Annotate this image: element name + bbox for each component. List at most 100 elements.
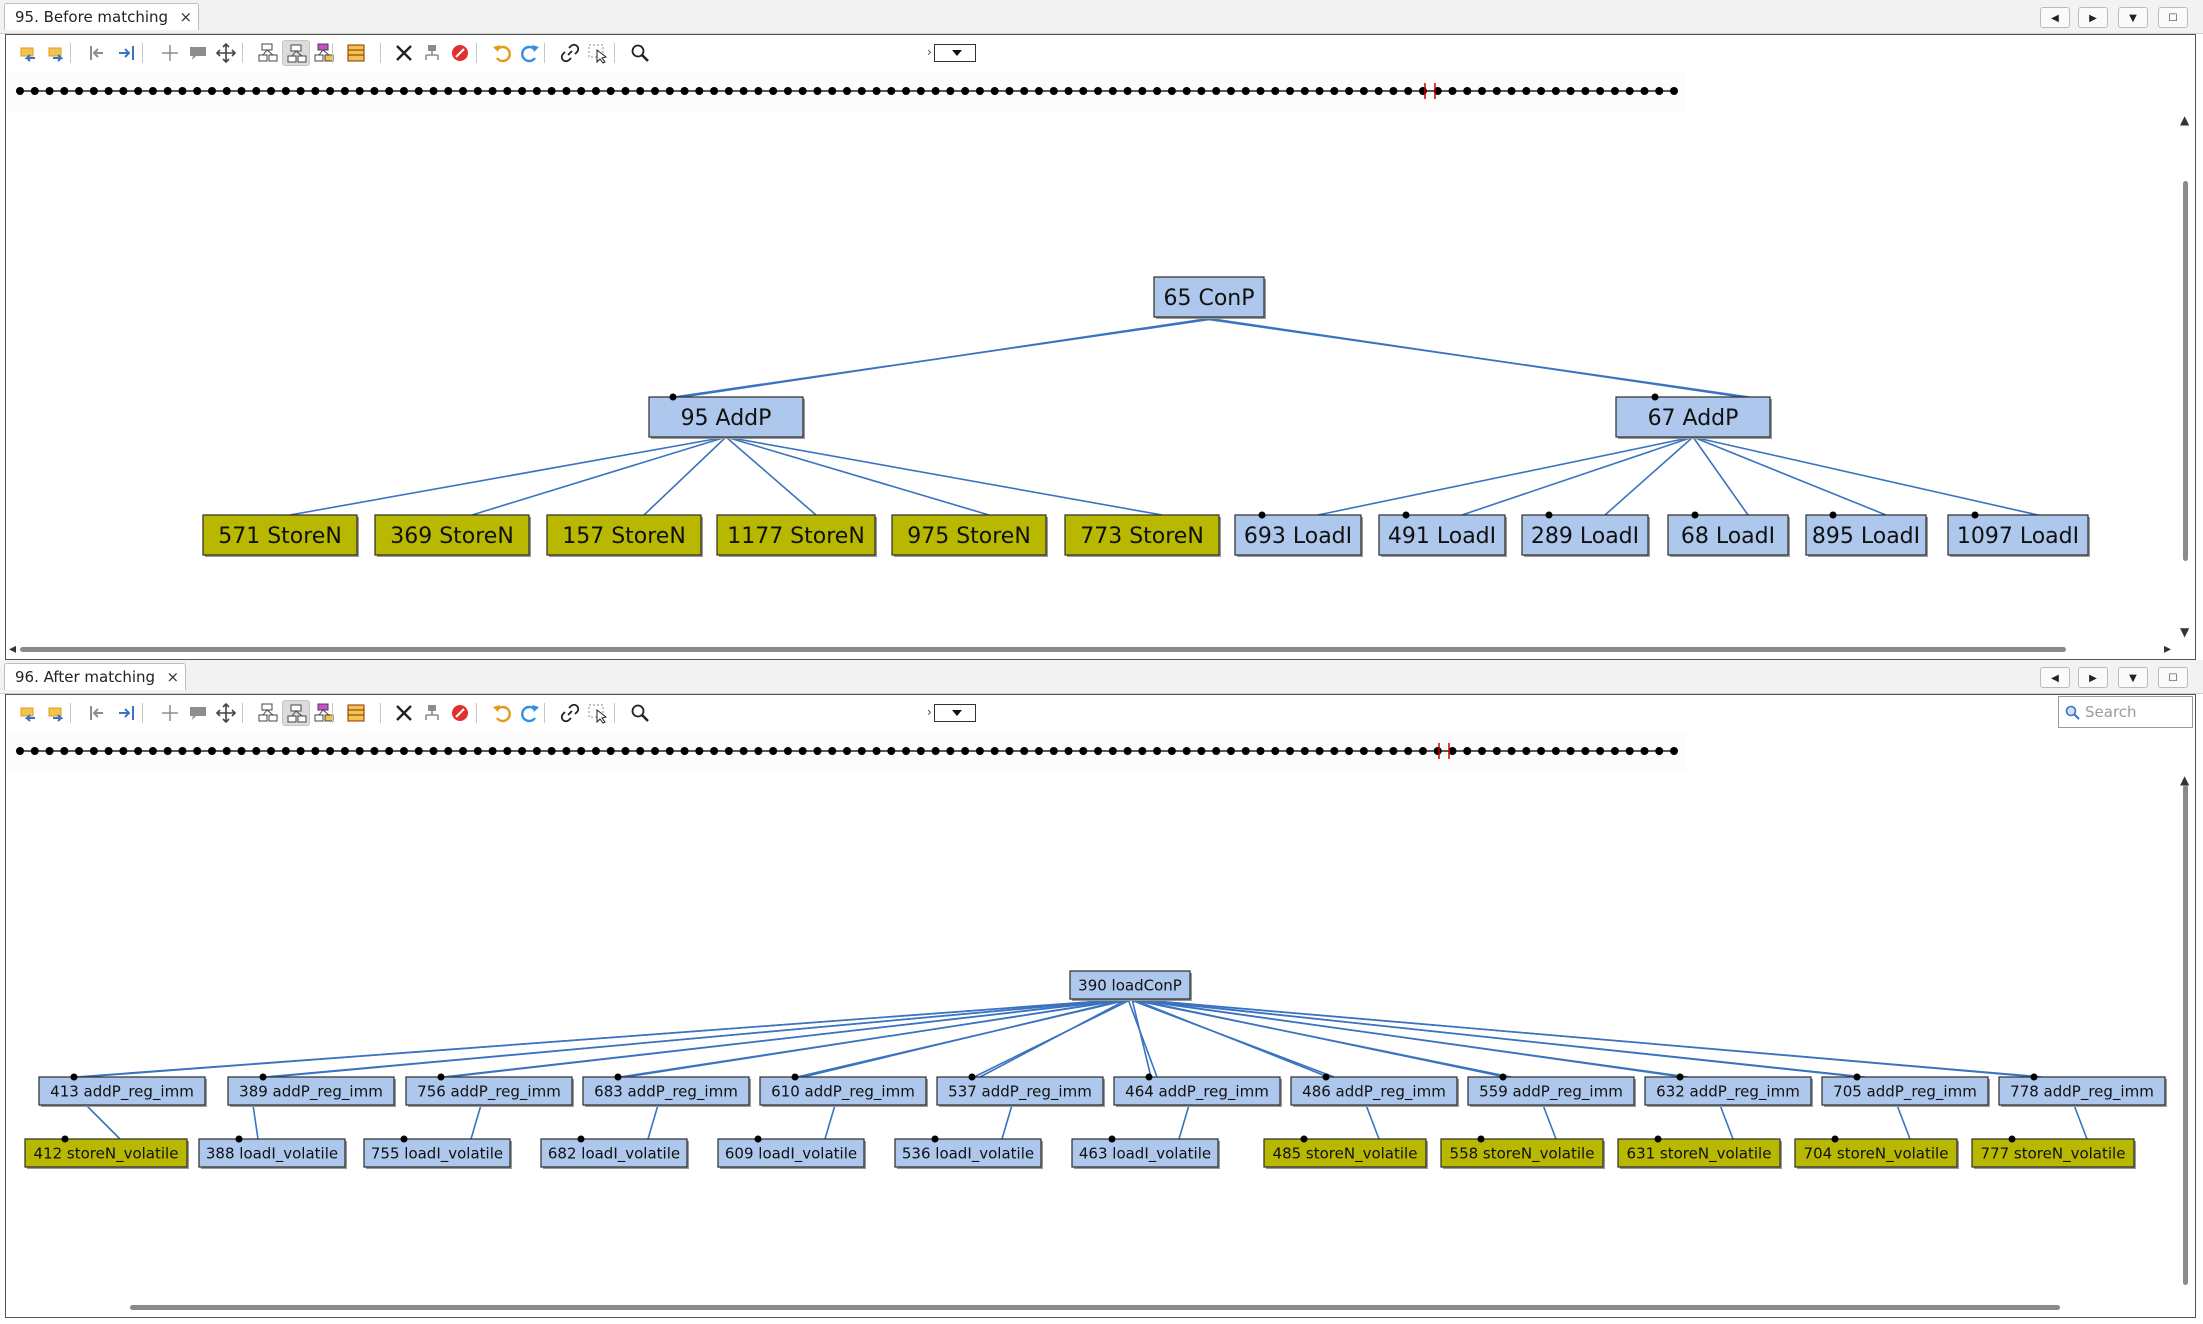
timeline-dot[interactable] — [710, 87, 719, 95]
timeline-dot[interactable] — [1271, 87, 1280, 95]
timeline-dot[interactable] — [1581, 747, 1590, 755]
select-icon[interactable] — [584, 700, 612, 726]
timeline-dot[interactable] — [1315, 747, 1324, 755]
timeline-dot[interactable] — [267, 747, 276, 755]
timeline-dot[interactable] — [532, 747, 541, 755]
timeline-dot[interactable] — [1094, 87, 1103, 95]
graph-node[interactable]: 491 LoadI — [1378, 511, 1507, 558]
stop-icon[interactable] — [446, 40, 474, 66]
timeline-dot[interactable] — [1625, 747, 1634, 755]
graph-node[interactable]: 773 StoreN — [1064, 514, 1221, 557]
timeline-dot[interactable] — [16, 747, 24, 755]
graph-node[interactable]: 755 loadI_volatile — [363, 1135, 512, 1170]
timeline-dot[interactable] — [1049, 747, 1058, 755]
scroll-down-icon[interactable]: ▼ — [2180, 625, 2190, 639]
timeline-dot[interactable] — [1418, 747, 1427, 755]
timeline-dot[interactable] — [1300, 87, 1309, 95]
timeline-dot[interactable] — [577, 747, 586, 755]
timeline-dot[interactable] — [340, 747, 349, 755]
layout-hierarchical-icon[interactable] — [254, 700, 282, 726]
timeline-dot[interactable] — [134, 747, 143, 755]
timeline-dot[interactable] — [1581, 87, 1590, 95]
timeline-dot[interactable] — [961, 87, 970, 95]
graph-node[interactable]: 558 storeN_volatile — [1440, 1135, 1605, 1170]
timeline-dot[interactable] — [1374, 87, 1383, 95]
timeline-dot[interactable] — [370, 747, 379, 755]
timeline-dot[interactable] — [1492, 747, 1501, 755]
stop-icon[interactable] — [446, 700, 474, 726]
timeline-dot[interactable] — [222, 747, 231, 755]
graph-node[interactable]: 413 addP_reg_imm — [38, 1073, 207, 1108]
tab-before-matching[interactable]: 95. Before matching × — [4, 3, 200, 30]
timeline-dot[interactable] — [975, 87, 984, 95]
timeline-dot[interactable] — [473, 87, 482, 95]
timeline-dot[interactable] — [1197, 747, 1206, 755]
scroll-thumb[interactable] — [130, 1305, 2060, 1310]
timeline-dot[interactable] — [1551, 747, 1560, 755]
timeline-dot[interactable] — [252, 747, 261, 755]
timeline-dot[interactable] — [1034, 747, 1043, 755]
step-back-icon[interactable] — [84, 700, 112, 726]
timeline-dot[interactable] — [444, 747, 453, 755]
timeline-dot[interactable] — [60, 747, 69, 755]
timeline-dot[interactable] — [843, 747, 851, 755]
timeline-dot[interactable] — [30, 87, 39, 95]
timeline-dot[interactable] — [1522, 747, 1531, 755]
timeline-dot[interactable] — [399, 87, 408, 95]
timeline-dot[interactable] — [1123, 87, 1132, 95]
timeline-dot[interactable] — [1448, 747, 1457, 755]
timeline-dot[interactable] — [1079, 87, 1088, 95]
timeline-dot[interactable] — [1123, 747, 1132, 755]
graph-node[interactable]: 68 LoadI — [1667, 511, 1790, 558]
timeline-dot[interactable] — [813, 747, 822, 755]
timeline-dot[interactable] — [769, 747, 778, 755]
timeline-dot[interactable] — [916, 87, 925, 95]
timeline-dot[interactable] — [1197, 87, 1206, 95]
timeline-dot[interactable] — [473, 747, 482, 755]
timeline-dot[interactable] — [798, 87, 807, 95]
timeline-dot[interactable] — [1256, 747, 1265, 755]
timeline-dot[interactable] — [414, 87, 423, 95]
graph-node[interactable]: 609 loadI_volatile — [717, 1135, 866, 1170]
graph-node[interactable]: 1177 StoreN — [716, 514, 877, 557]
timeline-dot[interactable] — [813, 87, 822, 95]
timeline-dot[interactable] — [1478, 87, 1487, 95]
timeline-dot[interactable] — [931, 87, 940, 95]
link-icon[interactable] — [556, 40, 584, 66]
graph-node[interactable]: 95 AddP — [648, 393, 805, 440]
timeline-dot[interactable] — [1167, 747, 1176, 755]
timeline-dot[interactable] — [281, 87, 290, 95]
timeline-dot[interactable] — [1182, 87, 1191, 95]
timeline-dot[interactable] — [975, 747, 984, 755]
timeline-dot[interactable] — [1300, 747, 1309, 755]
tab-after-matching[interactable]: 96. After matching × — [4, 663, 187, 690]
step-forward-icon[interactable] — [112, 700, 140, 726]
timeline-dot[interactable] — [754, 87, 763, 95]
timeline-dot[interactable] — [1241, 87, 1250, 95]
timeline-dot[interactable] — [1271, 747, 1280, 755]
timeline-dot[interactable] — [518, 87, 527, 95]
timeline-dot[interactable] — [636, 747, 645, 755]
step-back-icon[interactable] — [84, 40, 112, 66]
timeline-dot[interactable] — [961, 747, 970, 755]
timeline-dot[interactable] — [724, 87, 733, 95]
layout-tree-icon[interactable] — [282, 700, 310, 726]
timeline-dot[interactable] — [1212, 747, 1221, 755]
tab-list-button[interactable]: ▼ — [2118, 7, 2148, 28]
timeline-dot[interactable] — [1463, 747, 1472, 755]
timeline-dot[interactable] — [695, 747, 704, 755]
timeline-dot[interactable] — [1212, 87, 1221, 95]
graph-node[interactable]: 777 storeN_volatile — [1971, 1135, 2136, 1170]
graph-node[interactable]: 1097 LoadI — [1947, 511, 2090, 558]
timeline-dot[interactable] — [311, 747, 320, 755]
timeline-dot[interactable] — [1374, 747, 1383, 755]
timeline-dot[interactable] — [1330, 87, 1339, 95]
graph-node[interactable]: 369 StoreN — [374, 514, 531, 557]
undo-icon[interactable] — [488, 40, 516, 66]
timeline-dot[interactable] — [296, 747, 305, 755]
search-input[interactable]: Search — [2058, 696, 2193, 728]
maximize-button[interactable]: ☐ — [2158, 667, 2188, 688]
zoom-icon[interactable] — [626, 700, 654, 726]
timeline-dot[interactable] — [385, 87, 394, 95]
